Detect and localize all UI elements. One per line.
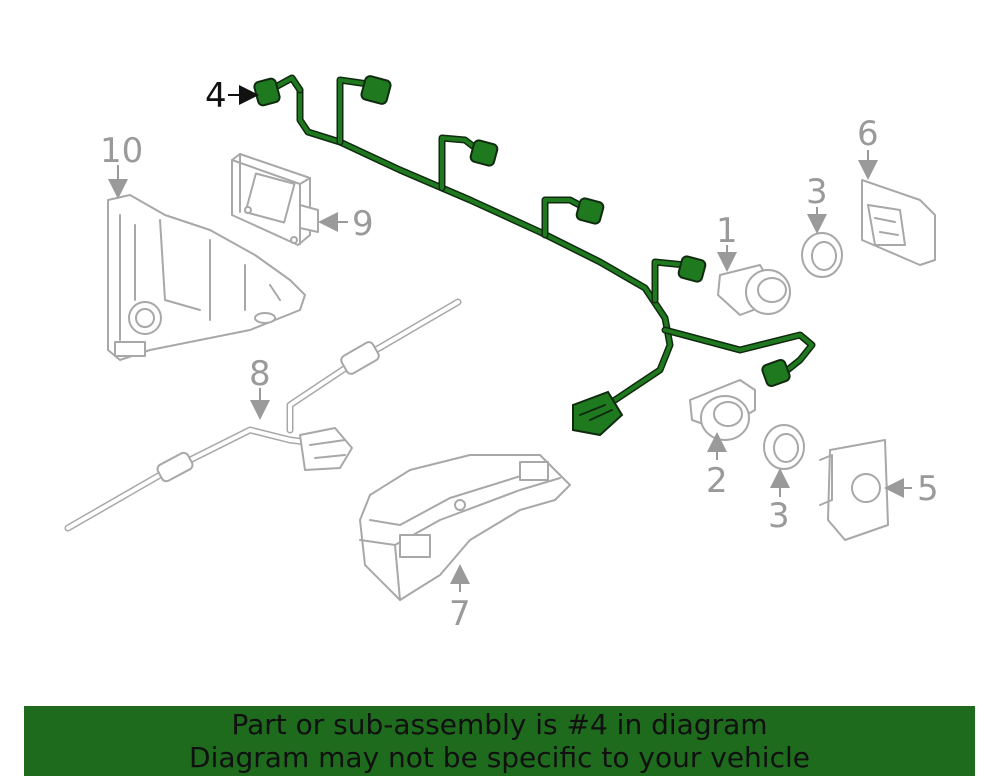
callout-label-3-upper[interactable]: 3	[806, 172, 828, 212]
ring-part-3a[interactable]	[801, 232, 843, 278]
callout-label-2[interactable]: 2	[706, 461, 728, 501]
banner-line-2: Diagram may not be specific to your vehi…	[189, 741, 810, 774]
callout-label-3-lower[interactable]: 3	[768, 496, 790, 536]
control-module-part-9[interactable]	[231, 153, 319, 246]
callout-label-1[interactable]: 1	[716, 211, 738, 251]
bracket-part-10[interactable]	[107, 194, 306, 361]
callout-label-9[interactable]: 9	[352, 204, 374, 244]
callout-label-4[interactable]: 4	[205, 76, 227, 116]
sensor-part-1[interactable]	[717, 264, 791, 316]
holder-part-6[interactable]	[861, 179, 936, 266]
callout-label-10[interactable]: 10	[100, 131, 143, 171]
module-part-7[interactable]	[359, 454, 571, 601]
callout-label-6[interactable]: 6	[857, 114, 879, 154]
callout-label-7[interactable]: 7	[449, 594, 471, 634]
wiring-harness-part-4[interactable]	[253, 74, 816, 437]
info-banner: Part or sub-assembly is #4 in diagram Di…	[24, 706, 975, 776]
callout-label-8[interactable]: 8	[249, 354, 271, 394]
banner-line-1: Part or sub-assembly is #4 in diagram	[231, 708, 768, 741]
sensor-part-2[interactable]	[689, 379, 756, 441]
holder-part-5[interactable]	[819, 439, 889, 541]
callout-label-5[interactable]: 5	[917, 469, 939, 509]
ring-part-3b[interactable]	[763, 424, 805, 470]
cable-part-8[interactable]	[64, 298, 462, 532]
